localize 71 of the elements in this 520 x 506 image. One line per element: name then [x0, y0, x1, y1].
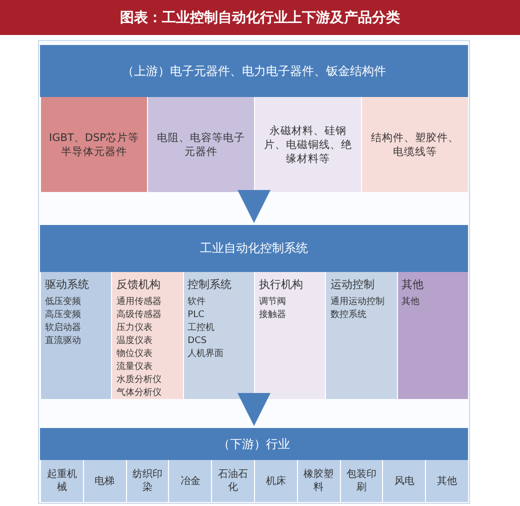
category-cell: [254, 460, 297, 502]
cell-text: 结构件、塑胶件、电缆线等: [370, 130, 460, 158]
column-heading: 驱动系统: [45, 277, 89, 292]
category-cell: [182, 272, 254, 399]
list-item: 流量仪表: [116, 361, 152, 374]
category-cell: [382, 460, 426, 502]
section-heading: （下游）行业: [40, 428, 468, 460]
cell-text: 电阻、电容等电子元器件: [156, 130, 246, 158]
list-item: 气体分析仪: [116, 387, 162, 400]
category-cell: [147, 97, 254, 192]
category-cell: [211, 460, 254, 502]
list-item: 温度仪表: [116, 335, 152, 348]
cell-text: 永磁材料、硅钢片、电磁铜线、绝缘材料等: [263, 124, 353, 166]
column-heading: 控制系统: [188, 277, 232, 292]
cell-text: 电梯: [94, 474, 115, 488]
section-heading: 工业自动化控制系统: [40, 225, 468, 272]
category-cell: [40, 272, 112, 399]
column-heading: 反馈机构: [116, 277, 160, 292]
list-item: 人机界面: [188, 348, 224, 361]
category-cell: [396, 272, 468, 399]
category-cell: [425, 460, 468, 502]
list-item: PLC: [188, 309, 204, 322]
category-cell: [325, 272, 397, 399]
cell-text: 机床: [266, 474, 286, 488]
list-item: 软启动器: [45, 322, 81, 335]
section-panel: [40, 225, 468, 399]
section-heading: （上游）电子元器件、电力电子器件、钣金结构件: [40, 45, 468, 97]
cell-text: 其他: [437, 474, 458, 488]
section-panel: [40, 428, 468, 502]
list-item: 接触器: [259, 309, 286, 322]
section-panel: [40, 45, 468, 192]
list-item: 其他: [402, 296, 420, 309]
list-item: 压力仪表: [116, 322, 152, 335]
cell-text: 起重机械: [46, 468, 78, 494]
cell-text: 橡胶塑料: [302, 468, 335, 494]
cell-text: IGBT、DSP芯片等半导体元器件: [48, 130, 140, 158]
category-cell: [168, 460, 212, 502]
column-heading: 其他: [402, 277, 424, 292]
category-cell: [254, 272, 326, 399]
category-cell: [40, 97, 147, 192]
list-item: 直流驱动: [45, 335, 81, 348]
column-heading: 执行机构: [259, 277, 303, 292]
category-cell: [361, 97, 468, 192]
block-arrow: [238, 190, 270, 223]
category-cell: [254, 97, 361, 192]
category-cell: [40, 460, 83, 502]
list-item: 调节阀: [259, 296, 286, 309]
list-item: 通用传感器: [116, 296, 162, 309]
cell-text: 包装印刷: [345, 468, 378, 494]
block-arrow: [238, 393, 270, 426]
category-cell: [82, 460, 126, 502]
category-cell: [126, 460, 168, 502]
column-heading: 运动控制: [330, 277, 374, 292]
cell-text: 风电: [394, 474, 414, 488]
cell-text: 冶金: [180, 474, 200, 488]
category-cell: [296, 460, 340, 502]
list-item: DCS: [188, 335, 207, 348]
category-cell: [111, 272, 183, 399]
list-item: 数控系统: [330, 309, 366, 322]
list-item: 高级传感器: [116, 309, 162, 322]
cell-text: 石油石化: [217, 468, 250, 494]
list-item: 物位仪表: [116, 348, 152, 361]
category-cell: [340, 460, 382, 502]
list-item: 软件: [188, 296, 206, 309]
list-item: 低压变频: [45, 296, 81, 309]
list-item: 工控机: [188, 322, 215, 335]
list-item: 通用运动控制: [330, 296, 384, 309]
list-item: 水质分析仪: [116, 374, 162, 387]
cell-text: 纺织印染: [131, 468, 164, 494]
list-item: 高压变频: [45, 309, 81, 322]
title-banner: 图表：工业控制自动化行业上下游及产品分类: [0, 0, 520, 35]
